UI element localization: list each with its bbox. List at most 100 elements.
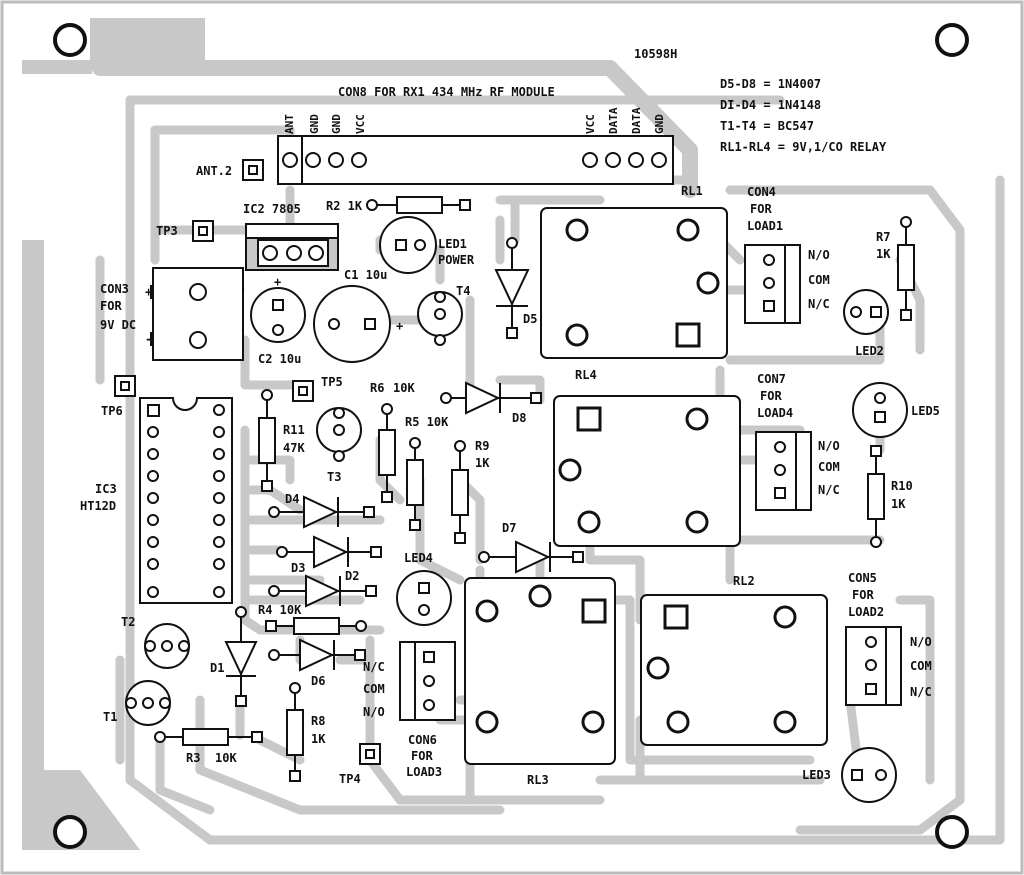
led5-label: LED5 (911, 404, 940, 418)
con7-load-label: LOAD4 (757, 406, 793, 420)
led4-label: LED4 (404, 551, 433, 565)
r9-label: R9 (475, 439, 489, 453)
r3-resistor: R3 10K (154, 728, 263, 765)
con4-label: CON4 (747, 185, 776, 199)
con6-connector: N/C COM N/O CON6 FOR LOAD3 (363, 641, 456, 779)
con7-no-label: N/O (818, 439, 840, 453)
mount-hole-tl (53, 23, 87, 57)
c2-plus-label: + (274, 275, 281, 289)
led3: LED3 (802, 747, 897, 803)
r10-value: 1K (891, 497, 906, 511)
r5-label: R5 10K (405, 415, 449, 429)
t4-transistor: T4 (417, 284, 470, 346)
con7-nc-label: N/C (818, 483, 840, 497)
ic3-pins (147, 404, 225, 598)
rl4-label: RL4 (575, 368, 597, 382)
mount-hole-tr (935, 23, 969, 57)
d1-label: D1 (210, 661, 224, 675)
d5-diode: D5 (494, 237, 537, 339)
con8-pin-label: VCC (584, 114, 597, 134)
con4-no-label: N/O (808, 248, 830, 262)
con3-minus-label: - (145, 332, 152, 346)
tp3-pad: TP3 (156, 220, 214, 242)
con4-for-label: FOR (750, 202, 772, 216)
d2-label: D2 (345, 569, 359, 583)
t3-transistor: T3 (316, 407, 362, 484)
t1-transistor: T1 (103, 680, 171, 726)
r7-value: 1K (876, 247, 891, 261)
r2-resistor: R2 1K (326, 196, 471, 214)
con7-connector: CON7 FOR LOAD4 N/O COM N/C (755, 372, 840, 511)
r4-resistor: R4 10K (258, 603, 367, 635)
ic3-decoder: IC3 HT12D (80, 397, 233, 604)
d2-diode: D2 (268, 569, 377, 608)
board-code: 10598H (634, 47, 677, 61)
d5-label: D5 (523, 312, 537, 326)
led5: LED5 (852, 382, 940, 438)
con8-pin-label: DATA (607, 107, 620, 134)
tp6-label: TP6 (101, 404, 123, 418)
t1-label: T1 (103, 710, 117, 724)
d7-label: D7 (502, 521, 516, 535)
c1-plus-label: + (396, 319, 403, 333)
d8-diode: D8 (440, 381, 542, 425)
d3-diode: D3 (276, 535, 382, 575)
d4-label: D4 (285, 492, 299, 506)
rl1-label: RL1 (681, 184, 703, 198)
con5-load-label: LOAD2 (848, 605, 884, 619)
con3-9vdc-label: 9V DC (100, 318, 136, 332)
legend-line: DI-D4 = 1N4148 (720, 98, 821, 112)
d3-label: D3 (291, 561, 305, 575)
con8-pin-label: GND (330, 114, 343, 134)
r3-label: R3 (186, 751, 200, 765)
r11-label: R11 (283, 423, 305, 437)
con5-com-label: COM (910, 659, 932, 673)
con5-no-label: N/O (910, 635, 932, 649)
r3-value: 10K (215, 751, 237, 765)
con8-pin-label: GND (308, 114, 321, 134)
r10-resistor: R10 1K (867, 445, 913, 548)
r11-value: 47K (283, 441, 305, 455)
led1: LED1 POWER (379, 216, 475, 274)
r8-value: 1K (311, 732, 326, 746)
con8-header: CON8 FOR RX1 434 MHz RF MODULE ANT GND G… (277, 85, 674, 185)
r7-label: R7 (876, 230, 890, 244)
con7-com-label: COM (818, 460, 840, 474)
con7-label: CON7 (757, 372, 786, 386)
r9-resistor: R9 1K (451, 439, 490, 544)
con8-pin-label: DATA (630, 107, 643, 134)
rl3-label: RL3 (527, 773, 549, 787)
mount-hole-bl (53, 815, 87, 849)
r4-label: R4 10K (258, 603, 302, 617)
tp4-pad: TP4 (339, 743, 381, 786)
rl4-relay: RL4 (553, 368, 741, 547)
con4-com-label: COM (808, 273, 830, 287)
led2-label: LED2 (855, 344, 884, 358)
con8-pin-label: ANT (283, 114, 296, 134)
r11-resistor: R11 47K (258, 389, 305, 492)
component-legend: D5-D8 = 1N4007 DI-D4 = 1N4148 T1-T4 = BC… (720, 77, 887, 154)
tp5-label: TP5 (321, 375, 343, 389)
t3-label: T3 (327, 470, 341, 484)
rl2-label: RL2 (733, 574, 755, 588)
d4-diode: D4 (268, 492, 375, 529)
d8-label: D8 (512, 411, 526, 425)
con8-pin-label: VCC (354, 114, 367, 134)
led1-label: LED1 (438, 237, 467, 251)
con3-for-label: FOR (100, 299, 122, 313)
rl3-relay: RL3 (464, 577, 616, 787)
legend-line: T1-T4 = BC547 (720, 119, 814, 133)
d6-diode: D6 (268, 638, 366, 688)
r6-resistor: R6 10K (370, 381, 415, 503)
con8-title: CON8 FOR RX1 434 MHz RF MODULE (338, 85, 555, 99)
con3-label: CON3 (100, 282, 129, 296)
con6-com-label: COM (363, 682, 385, 696)
ic2-regulator: IC2 7805 (243, 202, 339, 271)
con5-for-label: FOR (852, 588, 874, 602)
ic3-part-label: HT12D (80, 499, 116, 513)
led3-label: LED3 (802, 768, 831, 782)
con3-plus-label: + (145, 285, 152, 299)
tp3-label: TP3 (156, 224, 178, 238)
c2-capacitor: + C2 10u (250, 275, 306, 366)
